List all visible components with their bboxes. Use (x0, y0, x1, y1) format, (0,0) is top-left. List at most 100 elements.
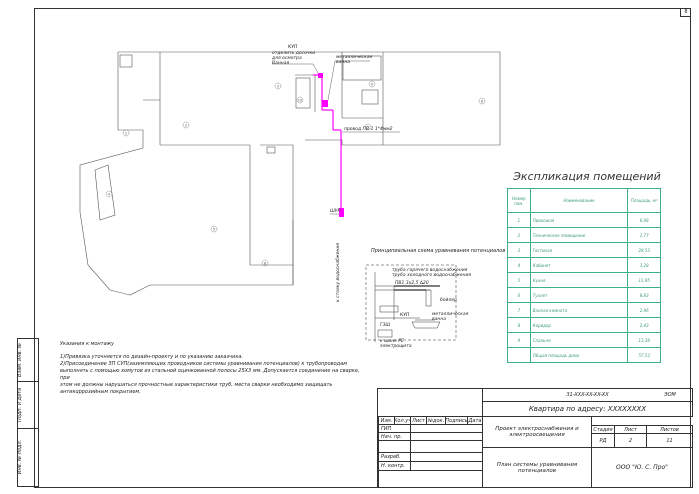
room-number-9: 9 (371, 82, 373, 86)
schema-title: Принципиальная схема уравнивания потенци… (371, 248, 506, 254)
cell-num (507, 347, 531, 363)
schema-boiler: бойлер (440, 298, 457, 303)
cell-num: 5 (507, 272, 531, 288)
cell-area: 2,96 (627, 302, 661, 318)
room-number-6: 6 (264, 261, 266, 265)
tb-bottom-blank (378, 470, 483, 488)
cell-num: 4 (507, 257, 531, 273)
cell-num: 7 (507, 302, 531, 318)
tb-sheet: 2 (614, 433, 647, 448)
metal-bath-label: металлическая ванна (336, 55, 373, 65)
room-number-2: 2 (185, 123, 187, 127)
schema-kup: КУП (400, 313, 410, 318)
schema-pipe-cold: труба холодного водоснабжения (392, 273, 472, 278)
tb-company-cell: ООО "Ю. С. Про" (591, 447, 693, 488)
cell-name: Общая площадь дома (529, 347, 629, 363)
cell-num: 6 (507, 287, 531, 303)
corner-number: 8 (680, 8, 691, 17)
cell-name: Прихожая (529, 212, 629, 228)
schema-frame (365, 264, 457, 341)
cell-area: 6,08 (627, 212, 661, 228)
cell-name: Кабинет (529, 257, 629, 273)
cell-area: 13,28 (627, 332, 661, 348)
explication-header-area: Площадь, м² (627, 188, 661, 213)
cell-area: 11,95 (627, 272, 661, 288)
tb-code: 31-XXX-XX-XX-XX (566, 392, 609, 398)
cell-name: Коридор (529, 317, 629, 333)
room-number-3: 3 (277, 84, 279, 88)
explication-header-num: Номер пом. (507, 188, 531, 213)
side-cell-2: Подп. и дата (17, 382, 38, 429)
notes-heading: Указания к монтажу (60, 341, 115, 347)
tb-sheets: 11 (646, 433, 693, 448)
notes-line-5: антикоррозийным покрытием. (60, 389, 141, 395)
bath-marker (322, 100, 328, 107)
explication-title: Экспликация помещений (513, 170, 661, 183)
schema-gzsh: ГЗШ (380, 323, 391, 328)
cell-name: Ванная комната (529, 302, 629, 318)
schema-to-panel: к шине PE электрощита (380, 339, 412, 349)
cell-num: 2 (507, 227, 531, 243)
room-number-8: 8 (481, 99, 483, 103)
cell-num: 9 (507, 332, 531, 348)
installation-notes: Указания к монтажу 1)Привязка уточняется… (60, 341, 370, 396)
cell-num: 1 (507, 212, 531, 228)
notes-line-2: 2)Присоединение ЗП СУП(заземляющих прово… (60, 361, 347, 367)
schema-metal-bath: металлическая ванна (432, 312, 469, 322)
room-number-10: 10 (298, 98, 302, 102)
tb-project: Проект электроснабжения и электроосвещен… (495, 426, 579, 438)
explication-header-row: Номер пом. Наименование Площадь, м² (507, 188, 661, 213)
cell-area: 1,77 (627, 227, 661, 243)
kup-note: отделить досочки для осмотра Ванная (272, 51, 316, 66)
tb-address: Квартира по адресу: XXXXXXXX (528, 405, 647, 413)
notes-line-1: 1)Привязка уточняется по дизайн-проекту … (60, 354, 244, 360)
side-cell-1: Взам. инв. № (17, 339, 38, 382)
cell-area: 3,28 (627, 257, 661, 273)
cell-num: 8 (507, 317, 531, 333)
schema-pipe-hot: труба горячего водоснабжения (392, 268, 468, 273)
tb-project-cell: Проект электроснабжения и электроосвещен… (482, 416, 592, 448)
schema-pv: ПВ1 3х2,5 ∆20 (395, 281, 429, 286)
schema-vertical: к стояку водоснабжения (336, 242, 341, 302)
room-number-7: 7 (367, 125, 369, 129)
ur-label: ШУР (330, 209, 341, 214)
cell-num: 3 (507, 242, 531, 258)
cell-area: 28,53 (627, 242, 661, 258)
notes-line-4: этом не должны нарушаться прочностные ха… (60, 382, 333, 388)
room-number-1: 1 (125, 131, 127, 135)
room-number-5: 5 (213, 227, 215, 231)
cell-name: Туалет (529, 287, 629, 303)
tb-drawing-cell: План системы уравнивания потенциалов (482, 447, 592, 488)
title-block: 31-XXX-XX-XX-XX ЭОМ Квартира по адресу: … (377, 388, 693, 488)
explication-header-name: Наименование (529, 188, 629, 213)
tb-address-cell: Квартира по адресу: XXXXXXXX (482, 401, 693, 417)
cell-area: 57,53 (627, 347, 661, 363)
ur-marker (339, 208, 344, 217)
cell-name: Спальня (529, 332, 629, 348)
tb-company: ООО "Ю. С. Про" (616, 464, 668, 471)
cell-name: Техническое помещение (529, 227, 629, 243)
cell-area: 2,43 (627, 317, 661, 333)
kup-marker (318, 73, 323, 78)
tb-stage: РД (591, 433, 615, 448)
cell-name: Гостиная (529, 242, 629, 258)
tb-drawing: План системы уравнивания потенциалов (496, 461, 578, 474)
sheet-frame (34, 8, 691, 488)
cell-area: 8,83 (627, 287, 661, 303)
tb-stamp-code-cell: ЭОМ (648, 388, 693, 402)
wire-label: провод ПВ-1 1*4мм2 (344, 127, 393, 132)
room-number-4: 4 (108, 192, 111, 196)
cell-name: Кухня (529, 272, 629, 288)
